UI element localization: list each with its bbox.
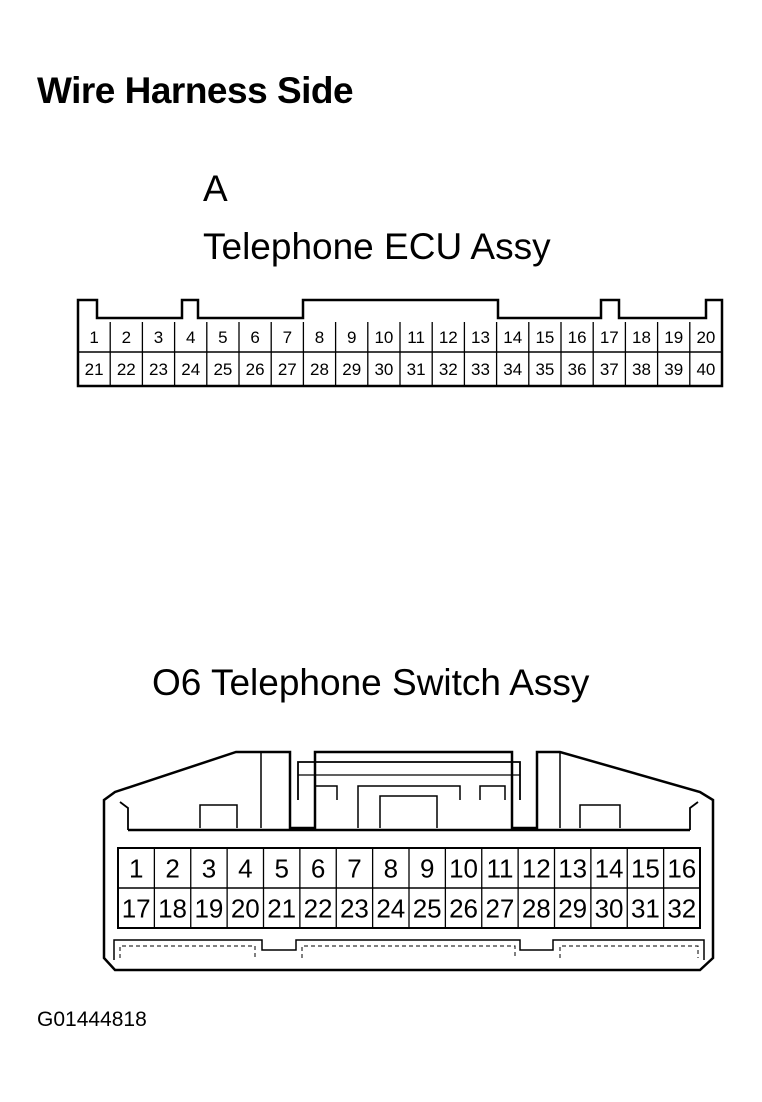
ecu-pin-37: 37: [600, 360, 619, 379]
switch-pin-21: 21: [267, 893, 296, 923]
switch-pin-17: 17: [122, 893, 151, 923]
ecu-pin-23: 23: [149, 360, 168, 379]
switch-pin-22: 22: [304, 893, 333, 923]
switch-pin-7: 7: [347, 853, 361, 883]
ecu-pin-11: 11: [407, 328, 425, 347]
ecu-pin-15: 15: [535, 328, 554, 347]
ecu-pin-39: 39: [664, 360, 683, 379]
ecu-pin-1: 1: [89, 328, 98, 347]
switch-pin-13: 13: [558, 853, 587, 883]
switch-pin-18: 18: [158, 893, 187, 923]
switch-pin-6: 6: [311, 853, 325, 883]
ecu-pin-40: 40: [696, 360, 715, 379]
switch-pin-23: 23: [340, 893, 369, 923]
ecu-pin-3: 3: [154, 328, 163, 347]
switch-pin-11: 11: [486, 853, 513, 883]
ecu-pin-9: 9: [347, 328, 356, 347]
ecu-pin-26: 26: [246, 360, 265, 379]
switch-pin-26: 26: [449, 893, 478, 923]
switch-pin-1: 1: [129, 853, 143, 883]
connector-o6-name: O6 Telephone Switch Assy: [152, 662, 590, 703]
ecu-pin-18: 18: [632, 328, 651, 347]
switch-pin-27: 27: [485, 893, 514, 923]
ecu-pin-29: 29: [342, 360, 361, 379]
ecu-pin-7: 7: [283, 328, 292, 347]
ecu-pin-5: 5: [218, 328, 227, 347]
ecu-pin-27: 27: [278, 360, 297, 379]
ecu-pin-31: 31: [407, 360, 426, 379]
ecu-pin-33: 33: [471, 360, 490, 379]
connector-a-row2: 21 22 23 24 25 26 27 28 29 30 31 32 33 34 35 36 37 38 39 40: [85, 352, 715, 386]
ecu-pin-16: 16: [568, 328, 587, 347]
switch-pin-15: 15: [631, 853, 660, 883]
switch-pin-4: 4: [238, 853, 252, 883]
switch-pin-25: 25: [413, 893, 442, 923]
connector-a-name: Telephone ECU Assy: [203, 226, 551, 267]
ecu-pin-25: 25: [213, 360, 232, 379]
switch-pin-12: 12: [522, 853, 551, 883]
ecu-pin-10: 10: [374, 328, 393, 347]
switch-pin-10: 10: [449, 853, 478, 883]
ecu-pin-34: 34: [503, 360, 522, 379]
switch-pin-3: 3: [202, 853, 216, 883]
switch-pin-32: 32: [667, 893, 696, 923]
switch-pin-5: 5: [274, 853, 288, 883]
ecu-pin-19: 19: [664, 328, 683, 347]
switch-pin-19: 19: [194, 893, 223, 923]
ecu-pin-22: 22: [117, 360, 136, 379]
switch-pin-8: 8: [384, 853, 398, 883]
switch-pin-30: 30: [595, 893, 624, 923]
switch-pin-20: 20: [231, 893, 260, 923]
ecu-pin-38: 38: [632, 360, 651, 379]
switch-pin-14: 14: [595, 853, 624, 883]
ecu-pin-24: 24: [181, 360, 200, 379]
ecu-pin-8: 8: [315, 328, 324, 347]
ecu-pin-4: 4: [186, 328, 195, 347]
ecu-pin-14: 14: [503, 328, 522, 347]
ecu-pin-6: 6: [250, 328, 259, 347]
ecu-pin-35: 35: [535, 360, 554, 379]
ecu-pin-30: 30: [374, 360, 393, 379]
ecu-pin-32: 32: [439, 360, 458, 379]
figure-code: G01444818: [37, 1008, 147, 1031]
page-title: Wire Harness Side: [37, 70, 354, 111]
connector-a-letter: A: [203, 168, 228, 209]
ecu-pin-2: 2: [122, 328, 131, 347]
ecu-pin-20: 20: [696, 328, 715, 347]
ecu-pin-12: 12: [439, 328, 458, 347]
ecu-pin-13: 13: [471, 328, 490, 347]
switch-pin-2: 2: [165, 853, 179, 883]
ecu-pin-28: 28: [310, 360, 329, 379]
switch-pin-29: 29: [558, 893, 587, 923]
switch-pin-28: 28: [522, 893, 551, 923]
ecu-pin-17: 17: [600, 328, 619, 347]
switch-pin-16: 16: [667, 853, 696, 883]
switch-pin-9: 9: [420, 853, 434, 883]
ecu-pin-36: 36: [568, 360, 587, 379]
switch-pin-24: 24: [376, 893, 405, 923]
switch-pin-31: 31: [631, 893, 660, 923]
ecu-pin-21: 21: [85, 360, 104, 379]
